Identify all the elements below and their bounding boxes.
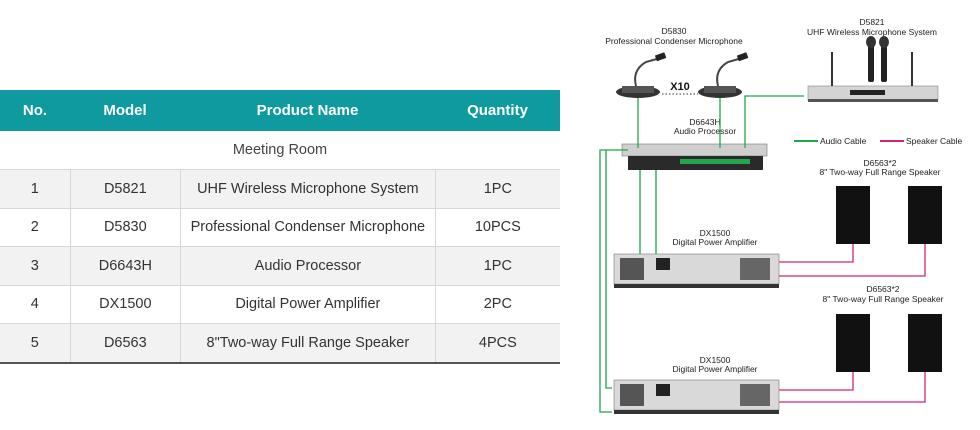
speaker-group2-model-label: D6563*2 [866, 284, 899, 294]
processor-model-label: D6643H [689, 117, 720, 127]
wireless-name-label: UHF Wireless Microphone System [807, 27, 937, 37]
section-meeting-room: Meeting Room [0, 131, 560, 169]
processor-name-label: Audio Processor [674, 126, 737, 136]
cell-name: Audio Processor [181, 247, 436, 285]
speaker-group2-name-label: 8" Two-way Full Range Speaker [823, 294, 944, 304]
wireless-receiver [807, 36, 939, 102]
cell-name: Professional Condenser Microphone [181, 208, 436, 246]
cell-model: D5821 [71, 170, 182, 208]
speaker-cables-1 [779, 244, 926, 277]
legend-speaker-label: Speaker Cable [906, 136, 963, 146]
table-row: 3 D6643H Audio Processor 1PC [0, 246, 560, 285]
mic-name-label: Professional Condenser Microphone [605, 36, 743, 46]
condenser-mic-1 [616, 52, 667, 98]
table-row: 1 D5821 UHF Wireless Microphone System 1… [0, 169, 560, 208]
cell-name: Digital Power Amplifier [181, 285, 436, 323]
cell-no: 5 [0, 324, 71, 362]
cell-no: 4 [0, 285, 71, 323]
cell-model: DX1500 [71, 285, 182, 323]
speaker-4 [908, 314, 942, 372]
speaker-1 [836, 186, 870, 244]
cell-no: 2 [0, 208, 71, 246]
speaker-3 [836, 314, 870, 372]
table-row: 2 D5830 Professional Condenser Microphon… [0, 207, 560, 246]
condenser-mic-2 [698, 52, 749, 98]
amp1-name-label: Digital Power Amplifier [672, 237, 757, 247]
header-product-name: Product Name [256, 102, 359, 119]
cell-no: 3 [0, 247, 71, 285]
header-model: Model [103, 102, 147, 119]
amp2-name-label: Digital Power Amplifier [672, 364, 757, 374]
amp1-model-label: DX1500 [700, 228, 731, 238]
power-amplifier-2 [613, 379, 780, 414]
cell-no: 1 [0, 170, 71, 208]
audio-processor [621, 143, 768, 170]
cell-qty: 2PC [483, 296, 512, 313]
table-header: No. Model Product Name Quantity [0, 90, 560, 131]
table-row: 5 D6563 8"Two-way Full Range Speaker 4PC… [0, 323, 560, 364]
mic-model-label: D5830 [661, 26, 686, 36]
cell-qty: 10PCS [474, 219, 521, 236]
cell-model: D6563 [71, 324, 182, 362]
cell-qty: 1PC [483, 257, 512, 274]
cell-qty: 1PC [483, 180, 512, 197]
audio-cables [599, 95, 804, 413]
cell-name: 8"Two-way Full Range Speaker [181, 324, 436, 362]
system-diagram: D5830 Professional Condenser Microphone … [599, 17, 963, 414]
amp2-model-label: DX1500 [700, 355, 731, 365]
cell-name: UHF Wireless Microphone System [181, 170, 436, 208]
power-amplifier-1 [613, 253, 780, 288]
cell-qty: 4PCS [478, 334, 517, 351]
header-quantity: Quantity [467, 102, 528, 119]
speaker-group1-name-label: 8" Two-way Full Range Speaker [820, 167, 941, 177]
table-row: 4 DX1500 Digital Power Amplifier 2PC [0, 284, 560, 323]
product-table: No. Model Product Name Quantity Meeting … [0, 90, 560, 364]
header-no: No. [22, 102, 48, 119]
legend-audio-label: Audio Cable [820, 136, 867, 146]
mic-count-label: X10 [670, 81, 690, 93]
cell-model: D5830 [71, 208, 182, 246]
speaker-2 [908, 186, 942, 244]
wireless-model-label: D5821 [859, 17, 884, 27]
cell-model: D6643H [71, 247, 182, 285]
speaker-group1-model-label: D6563*2 [863, 158, 896, 168]
speaker-cables-2 [779, 372, 926, 403]
